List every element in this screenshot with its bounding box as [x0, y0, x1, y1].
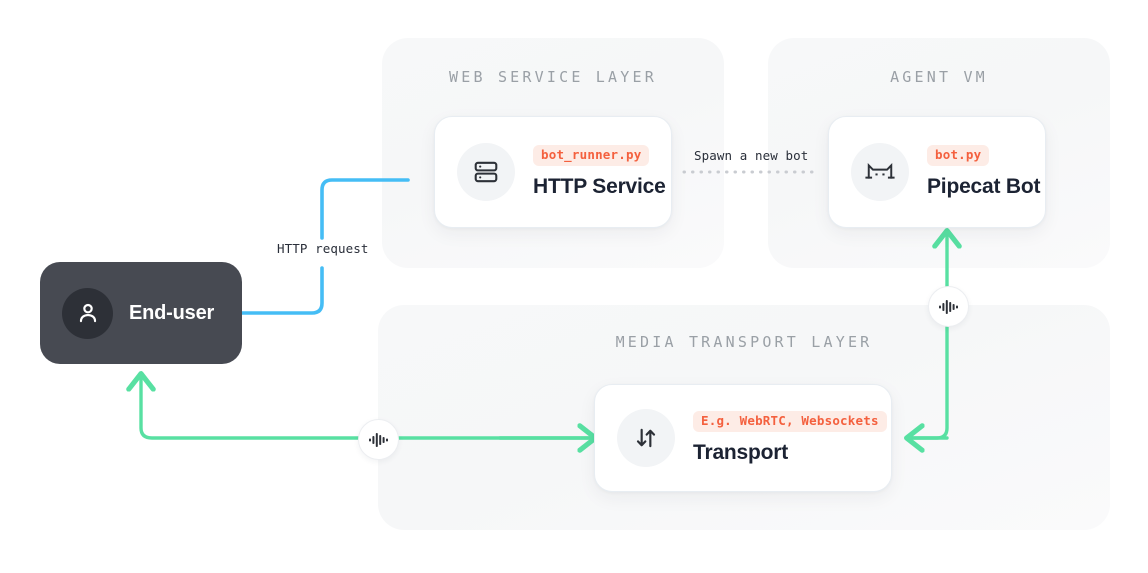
node-label-transport: Transport: [693, 440, 789, 464]
audio-waveform-icon: [369, 432, 388, 447]
node-label-http-service: HTTP Service: [533, 174, 666, 198]
avatar: [62, 287, 113, 339]
server-icon: [474, 161, 498, 183]
icon-wrapper: [617, 409, 675, 467]
node-badge-bot-runner-py: bot_runner.py: [533, 145, 650, 166]
icon-wrapper: [851, 143, 909, 201]
edge-label-spawn-a-new-bot: Spawn a new bot: [694, 148, 809, 163]
node-badge-bot-py: bot.py: [927, 145, 990, 166]
icon-wrapper: [457, 143, 515, 201]
layer-title-media-transport: MEDIA TRANSPORT LAYER: [615, 333, 873, 351]
edge-label-http-request: HTTP request: [277, 241, 369, 256]
layer-title-agent-vm: AGENT VM: [890, 68, 988, 86]
node-pipecat-bot[interactable]: bot.py Pipecat Bot: [828, 116, 1046, 228]
node-label-end-user: End-user: [129, 301, 215, 324]
audio-waveform-badge-right: [928, 286, 969, 327]
user-icon: [79, 303, 96, 323]
node-transport[interactable]: E.g. WebRTC, Websockets Transport: [594, 384, 892, 492]
pipecat-cat-icon: [865, 163, 895, 179]
node-text-block: bot.py Pipecat Bot: [927, 145, 1041, 198]
audio-waveform-badge-left: [358, 419, 399, 460]
node-end-user[interactable]: End-user: [40, 262, 242, 364]
node-label-pipecat-bot: Pipecat Bot: [927, 174, 1041, 198]
node-text-block: E.g. WebRTC, Websockets Transport: [693, 411, 887, 464]
layer-title-web-service: WEB SERVICE LAYER: [449, 68, 657, 86]
node-http-service[interactable]: bot_runner.py HTTP Service: [434, 116, 672, 228]
node-badge-transport-examples: E.g. WebRTC, Websockets: [693, 411, 887, 432]
node-text-block: bot_runner.py HTTP Service: [533, 145, 666, 198]
audio-waveform-icon: [939, 299, 958, 314]
bidirectional-arrows-icon: [636, 428, 656, 448]
